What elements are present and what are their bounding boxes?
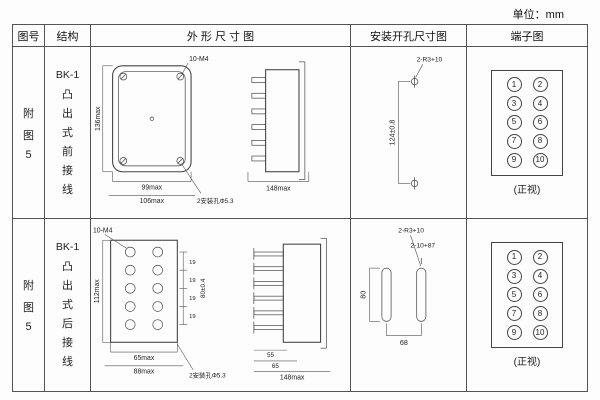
cell-outline-row1: 136max 10-M4 99max 106max 2安装孔Φ5.3 [91,47,351,219]
dim-height-label: 136max [95,106,102,131]
dim-width-outer-label: 88max [134,369,155,376]
terminal-number: 5 [506,114,522,130]
cell-structure-row1: BK-1 凸 出 式 前 接 线 [45,47,91,219]
cell-install-row2: 2-R3+10 2-10+87 80 68 [351,219,467,391]
terminal-number: 7 [506,306,522,322]
terminal-number: 1 [506,77,522,93]
dim-depth-label: 148max [266,185,291,192]
terminal-number: 4 [532,96,548,112]
terminal-caption: (正视) [513,184,541,196]
terminal-diagram: 1 2 3 4 5 6 7 8 9 10 [491,69,563,176]
install-drawing-row1: 124±0.8 2-R3+10 [388,56,443,190]
dim-pitch-label: 19 [189,278,196,284]
structure-char: 凸 [62,261,73,273]
dim-pitch-label: 19 [189,296,196,302]
front-view-drawing: 136max 10-M4 99max 106max 2安装孔Φ5.3 [95,56,234,205]
cell-structure-row2: BK-1 凸 出 式 后 接 线 [45,219,91,391]
terminal-number: 7 [506,133,522,149]
dim-a-label: 55 [267,352,275,359]
structure-char: 线 [62,356,73,368]
header-install: 安装开孔尺寸图 [351,25,467,47]
outline-drawing-row2: 10-M4 112max 19 19 19 19 [93,227,331,382]
side-view-drawing: 55 65 148max [253,237,331,382]
terminal-number: 2 [532,249,548,265]
terminal-number: 5 [506,287,522,303]
header-terminal: 端子图 [467,25,587,47]
terminal-number: 6 [532,287,548,303]
dim-pitch-label: 19 [189,314,196,320]
terminal-number: 3 [506,96,522,112]
terminal-number: 2 [532,77,548,93]
cell-outline-row2: 10-M4 112max 19 19 19 19 [91,219,351,391]
terminal-number: 9 [506,152,522,168]
fig-char: 图 [23,129,34,142]
structure-char: 式 [62,126,73,139]
terminal-number: 6 [532,114,548,130]
terminal-number: 8 [532,306,548,322]
terminal-number: 3 [506,268,522,284]
terminal-number: 4 [532,268,548,284]
structure-char: 前 [62,145,73,158]
header-outline: 外 形 尺 寸 图 [91,25,351,47]
dim-height-label: 112max [94,279,101,303]
structure-char: 后 [62,318,73,330]
terminal-number: 10 [532,325,548,341]
dim-hole-label: 2-R3+10 [417,56,443,63]
structure-char: 接 [62,164,73,177]
dim-hole-label: 2安装孔Φ5.3 [189,371,226,380]
terminal-number: 10 [532,152,548,168]
cell-terminal-row2: 1 2 3 4 5 6 7 8 9 10 (正视) [467,219,587,391]
structure-char: 式 [62,299,73,311]
terminal-number: 8 [532,133,548,149]
dim-depth-label: 148max [280,375,305,382]
dim-pitch-label: 19 [189,260,196,266]
structure-char: 出 [62,280,73,292]
header-fig-no: 图号 [13,25,45,47]
terminal-diagram: 1 2 3 4 5 6 7 8 9 10 [491,242,563,348]
dim-width-inner-label: 99max [142,184,163,191]
terminal-caption: (正视) [513,357,541,368]
dim-hole-label: 2安装孔Φ5.3 [197,196,234,205]
terminal-number: 1 [506,249,522,265]
fig-char: 图 [23,302,34,314]
fig-char: 附 [23,107,34,120]
cell-terminal-row1: 1 2 3 4 5 6 7 8 9 10 (正视) [467,47,587,219]
dimension-table: 图号 结构 外 形 尺 寸 图 安装开孔尺寸图 端子图 附 图 5 BK-1 凸… [12,24,588,392]
cell-install-row1: 124±0.8 2-R3+10 [351,47,467,219]
terminal-number: 9 [506,325,522,341]
dim-hole-label: 2-R3+10 [398,227,424,234]
dim-b-label: 65 [272,363,280,370]
structure-char: 凸 [62,88,73,101]
unit-label: 单位：mm [512,9,564,21]
outline-drawing-row1: 136max 10-M4 99max 106max 2安装孔Φ5.3 [95,56,310,205]
fig-char: 5 [25,321,32,333]
install-drawing-row2: 2-R3+10 2-10+87 80 68 [360,227,436,347]
header-structure: 结构 [45,25,91,47]
dim-width-outer-label: 106max [140,198,165,205]
cell-fig-no-row1: 附 图 5 [13,47,45,219]
structure-char: 出 [62,107,73,120]
dim-pitch-label: 124±0.8 [388,120,396,146]
side-view-drawing: 148max [247,61,310,192]
structure-char: 线 [62,183,73,196]
fig-char: 附 [23,280,34,292]
structure-char: 接 [62,337,73,349]
cell-fig-no-row2: 附 图 5 [13,219,45,391]
dim-width-inner-label: 65max [134,355,155,362]
dim-thread-label: 10-M4 [189,56,209,63]
dim-thread-label: 10-M4 [93,227,113,234]
rear-view-drawing: 10-M4 112max 19 19 19 19 [93,227,226,379]
model-label: BK-1 [55,241,80,253]
dim-col-label: 80±0.4 [200,278,207,298]
fig-char: 5 [25,148,32,161]
dim-slot-label: 2-10+87 [411,243,436,250]
dim-height-label: 80 [360,291,368,299]
model-label: BK-1 [55,68,80,81]
dim-width-label: 68 [400,339,408,347]
